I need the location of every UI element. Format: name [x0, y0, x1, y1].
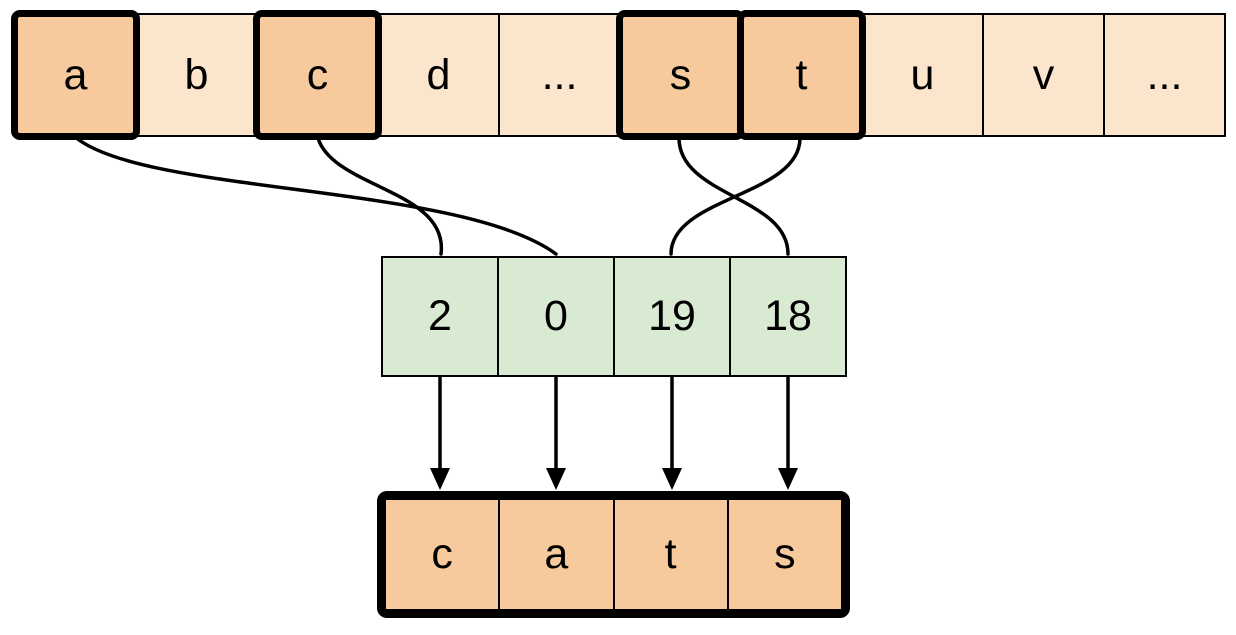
index-cell-0-label: 0 — [544, 292, 568, 340]
index-cell-0: 0 — [497, 256, 615, 377]
alphabet-cell-s: s — [616, 10, 745, 140]
result-cell-s: s — [726, 498, 843, 611]
index-cell-2: 2 — [381, 256, 499, 377]
index-cell-18-label: 18 — [764, 292, 812, 340]
alphabet-cell-v-label: v — [1032, 50, 1055, 99]
arrow-head-2 — [546, 468, 566, 490]
curve-a-to-0 — [72, 134, 558, 256]
alphabet-cell-t: t — [737, 10, 866, 140]
alphabet-cell-b-label: b — [184, 50, 209, 99]
alphabet-cell-c: c — [253, 10, 382, 140]
arrow-head-1 — [430, 468, 450, 490]
alphabet-cell-b: b — [135, 13, 258, 137]
alphabet-cell-t-label: t — [795, 50, 808, 99]
result-cell-t: t — [612, 498, 729, 611]
alphabet-cell-d: d — [377, 13, 500, 137]
alphabet-cell-c-label: c — [306, 50, 329, 99]
result-row: c a t s — [377, 491, 850, 618]
result-cell-c-label: c — [431, 530, 453, 578]
alphabet-cell-ellipsis-1: ... — [498, 13, 621, 137]
alphabet-cell-ellipsis-2: ... — [1103, 13, 1226, 137]
result-cell-a: a — [498, 498, 615, 611]
result-cell-s-label: s — [774, 530, 796, 578]
curve-c-to-2 — [316, 136, 443, 256]
alphabet-cell-s-label: s — [669, 50, 692, 99]
alphabet-cell-a: a — [11, 10, 140, 140]
index-cell-18: 18 — [729, 256, 847, 377]
index-cell-2-label: 2 — [428, 292, 452, 340]
index-cell-19: 19 — [613, 256, 731, 377]
arrow-head-3 — [662, 468, 682, 490]
alphabet-cell-ellipsis-2-label: ... — [1146, 50, 1183, 99]
curve-t-to-19 — [669, 136, 802, 256]
alphabet-cell-u-label: u — [910, 50, 935, 99]
result-cell-t-label: t — [664, 530, 677, 578]
alphabet-cell-u: u — [861, 13, 984, 137]
alphabet-cell-v: v — [982, 13, 1105, 137]
result-cell-c: c — [384, 498, 501, 611]
alphabet-cell-ellipsis-1-label: ... — [541, 50, 578, 99]
alphabet-cell-d-label: d — [426, 50, 451, 99]
arrow-head-4 — [778, 468, 798, 490]
index-cell-19-label: 19 — [648, 292, 696, 340]
curve-s-to-18 — [677, 136, 790, 256]
alphabet-cell-a-label: a — [63, 50, 88, 99]
result-cell-a-label: a — [544, 530, 569, 578]
